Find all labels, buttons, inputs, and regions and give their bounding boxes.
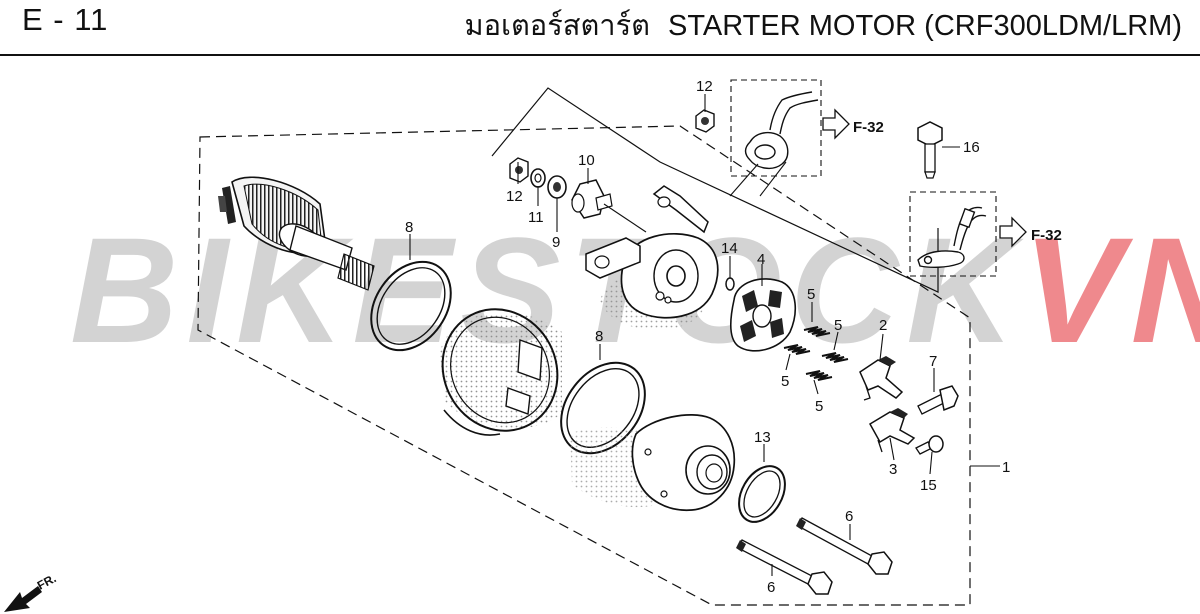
page-header: E - 11 มอเตอร์สตาร์ต STARTER MOTOR (CRF30… [0,0,1200,56]
callout-13: 13 [754,429,771,446]
page-title: มอเตอร์สตาร์ต STARTER MOTOR (CRF300LDM/LR… [465,2,1183,48]
assembly-outline [197,125,971,606]
harness-inset-right [909,191,997,277]
callout-5d: 5 [815,398,823,415]
cable-top [744,91,819,170]
callout-16: 16 [963,139,980,156]
leader-lines [409,94,1000,576]
page-code: E - 11 [22,2,109,37]
callout-15: 15 [920,477,937,494]
motor-case [440,308,562,436]
callout-5b: 5 [834,317,842,334]
page-title-thai: มอเตอร์สตาร์ต [464,10,651,42]
bolt-16 [917,121,943,179]
spring-5-b [821,352,849,363]
page-title-english: STARTER MOTOR (CRF300LDM/LRM) [668,10,1182,42]
o-ring-8-upper [370,260,452,352]
callout-6a: 6 [845,508,853,525]
spring-5-c [783,344,811,355]
front-cover [570,414,736,512]
insulator-9 [547,175,567,199]
bolt-6-lower [736,539,833,595]
callout-2: 2 [879,317,887,334]
leader-cable-top [729,163,759,197]
spring-5-a [803,326,831,337]
callout-5a: 5 [807,286,815,303]
washer-14 [725,277,735,291]
brush-3 [868,408,916,453]
callout-8a: 8 [405,219,413,236]
exploded-parts-diagram: 1 2 3 4 5 5 5 5 6 6 7 8 8 9 10 11 12 12 … [4,78,1062,612]
callout-1: 1 [1002,459,1010,476]
terminal-10 [571,179,613,219]
leader-terminal [603,203,647,233]
bolt-7 [917,385,959,415]
rear-cover [585,185,719,330]
bolt-6-upper [796,517,893,575]
callout-12b: 12 [696,78,713,95]
front-arrow-icon [4,586,42,612]
header-divider [0,54,1200,56]
group-bracket-10-12 [491,87,939,293]
ref-f32-top: F-32 [853,119,884,136]
ref-arrow-top [822,108,850,140]
callout-6b: 6 [767,579,775,596]
callout-11: 11 [528,209,544,226]
armature [218,176,375,291]
callout-5c: 5 [781,373,789,390]
callout-8b: 8 [595,328,603,345]
nut-12-left [509,157,529,183]
callout-4: 4 [757,251,765,268]
brush-holder [729,278,797,352]
callout-9: 9 [552,234,560,251]
callout-12a: 12 [506,188,523,205]
ref-f32-right: F-32 [1031,227,1062,244]
callout-3: 3 [889,461,897,478]
o-ring-13 [738,465,786,523]
callout-14: 14 [721,240,738,257]
callout-10: 10 [578,152,595,169]
nut-12-top [695,109,715,133]
spring-5-d [805,370,833,381]
ref-arrow-right [999,216,1027,248]
cable-right [917,206,987,269]
brush-2 [859,356,904,401]
washer-11 [530,168,546,188]
harness-inset-top [730,79,822,177]
screw-15 [915,435,944,455]
callout-7: 7 [929,353,937,370]
leader-cable-top-2 [759,161,787,197]
